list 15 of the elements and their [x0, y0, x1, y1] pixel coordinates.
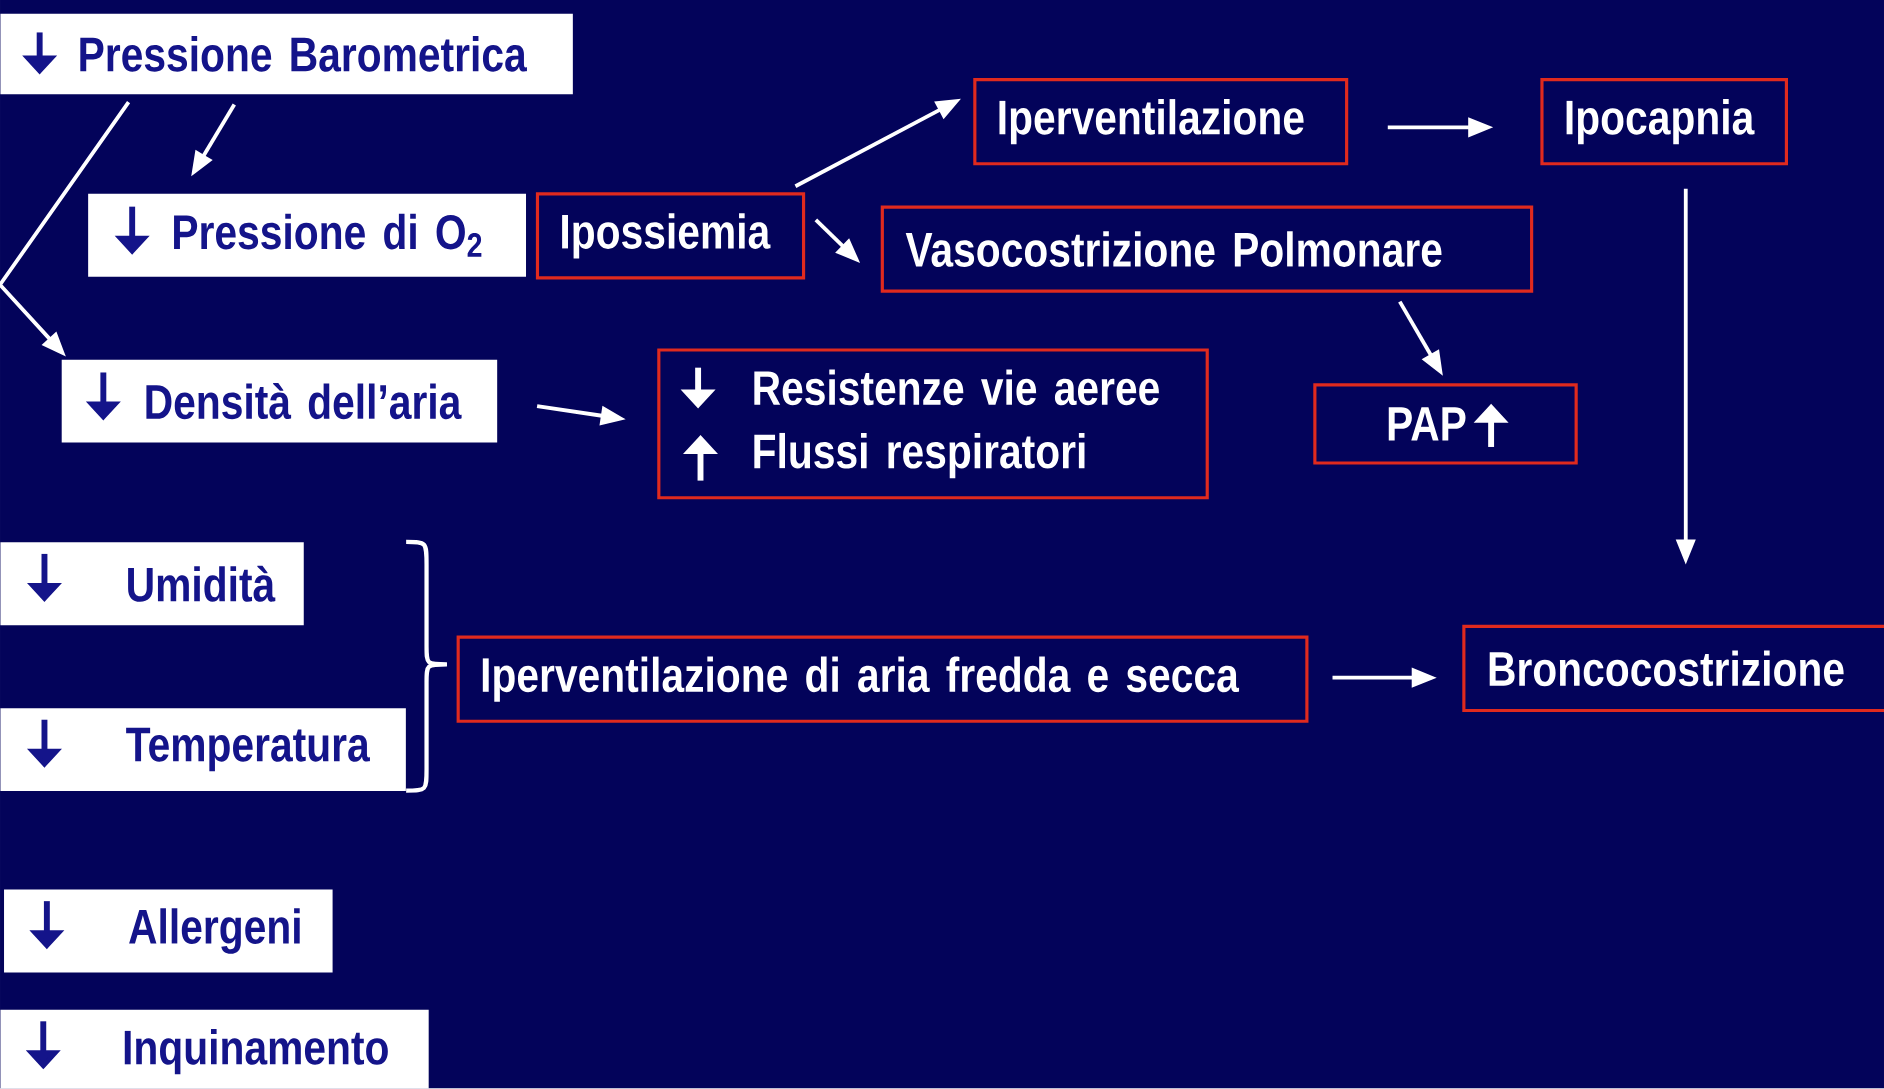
- label-box: Temperatura: [0, 708, 406, 792]
- label-box: Allergeni: [4, 889, 333, 973]
- label-box: Pressione Barometrica: [0, 13, 573, 95]
- process-box: Vasocostrizione Polmonare: [880, 205, 1534, 293]
- process-box: Iperventilazione di aria fredda e secca: [456, 635, 1309, 724]
- process-box: Resistenze vie aeree Flussi respiratori: [657, 348, 1209, 500]
- label-box: Umidità: [0, 542, 304, 626]
- process-box: Iperventilazione: [973, 78, 1349, 166]
- label-box: Densità dell’aria: [61, 359, 498, 443]
- process-box: Broncocostrizione: [1462, 625, 1884, 713]
- label-box: Pressione di O$_{2}$: [88, 194, 526, 277]
- label-box: Inquinamento: [0, 1009, 429, 1089]
- process-box: Ipossiemia: [535, 192, 806, 280]
- process-box: PAP: [1313, 383, 1578, 465]
- process-box: Ipocapnia: [1540, 78, 1788, 166]
